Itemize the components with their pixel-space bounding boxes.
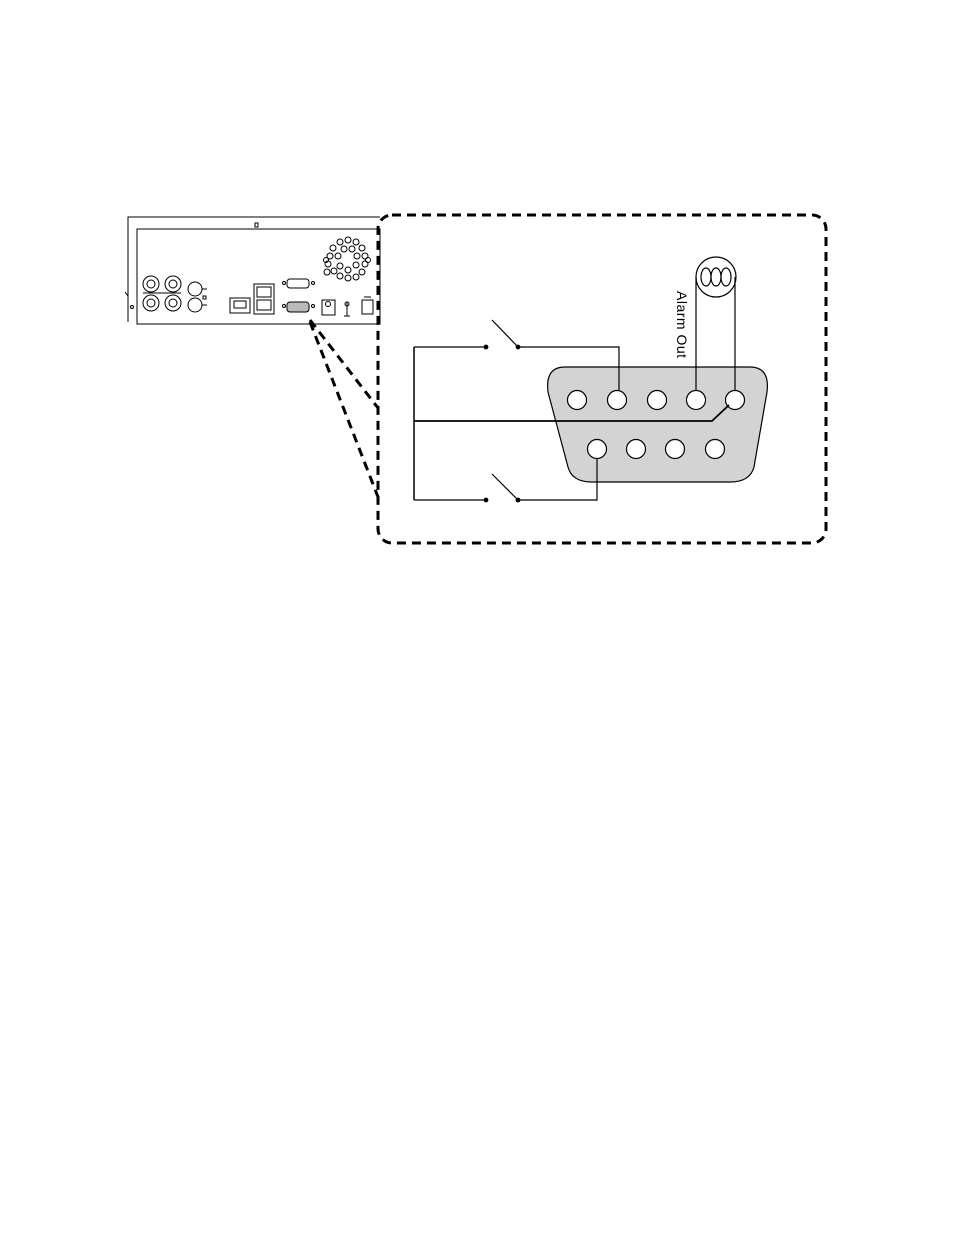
db9-pin-7 <box>627 440 646 459</box>
alarm-out-coil-icon <box>696 257 736 297</box>
db9-pin-6 <box>588 440 607 459</box>
bottom-switch-blade <box>492 474 518 500</box>
audio-jacks <box>188 282 207 312</box>
dvr-rear-panel <box>125 217 380 324</box>
db9-pin-4 <box>687 391 706 410</box>
db9-pin-2 <box>608 391 627 410</box>
fan-grille <box>324 237 371 281</box>
db9-pin-8 <box>666 440 685 459</box>
alarm-out-label: Alarm Out <box>674 291 690 359</box>
bnc-connectors <box>143 276 181 311</box>
power-section <box>322 297 373 316</box>
db9-pin-3 <box>648 391 667 410</box>
db9-pin-9 <box>706 440 725 459</box>
top-switch-blade <box>492 320 518 347</box>
zoom-lines <box>310 320 378 497</box>
db9-pin-1 <box>568 391 587 410</box>
network-ports <box>230 284 274 314</box>
panel-db9-ports <box>283 279 315 312</box>
